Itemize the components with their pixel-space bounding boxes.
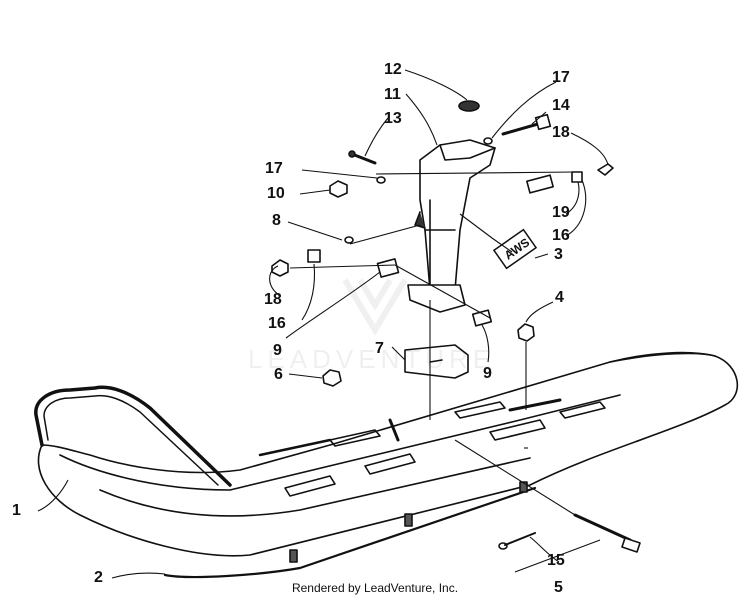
- callout-19: 19: [552, 204, 570, 221]
- callout-17-left: 17: [265, 160, 283, 177]
- callout-4: 4: [555, 289, 564, 306]
- bushing-9-left: [376, 258, 400, 278]
- nut-6: [322, 369, 342, 387]
- ski-loop-handle: [34, 385, 232, 487]
- callout-8: 8: [272, 212, 281, 229]
- aws-decal: AWS: [492, 228, 538, 270]
- callout-12: 12: [384, 61, 402, 78]
- callout-6: 6: [274, 366, 283, 383]
- callout-9-right: 9: [483, 365, 492, 382]
- bushing-19: [526, 174, 554, 194]
- assembly-guide-lines: [289, 171, 576, 516]
- spacer-16-left: [307, 249, 321, 263]
- wear-bar: [163, 486, 537, 579]
- bolt-5: [573, 513, 641, 553]
- callout-9-left: 9: [273, 342, 282, 359]
- nut-4: [517, 323, 535, 342]
- spindle: [407, 139, 496, 313]
- callout-14: 14: [552, 97, 570, 114]
- washer-17-left: [376, 176, 386, 184]
- bolt-13: [348, 150, 377, 165]
- cotter-pin: [504, 532, 536, 546]
- ski-body: [37, 351, 739, 557]
- callout-3: 3: [554, 246, 563, 263]
- leadventure-watermark-logo: [342, 278, 408, 336]
- callout-17-right: 17: [552, 69, 570, 86]
- bolt-18-left: [271, 259, 289, 277]
- footer-credit: Rendered by LeadVenture, Inc.: [291, 581, 459, 595]
- cap: [458, 100, 480, 112]
- washer-17-right: [483, 137, 493, 145]
- callout-13: 13: [384, 110, 402, 127]
- nut-10: [329, 180, 348, 198]
- callout-10: 10: [267, 185, 285, 202]
- bolt-18-right: [597, 163, 614, 176]
- wear-bar-studs: [289, 481, 528, 563]
- spacer-16-right: [571, 171, 583, 183]
- leader-lines: [37, 69, 609, 579]
- bushing-9-right: [471, 309, 493, 327]
- callout-18-left: 18: [264, 291, 282, 308]
- callout-18-right: 18: [552, 124, 570, 141]
- callout-7: 7: [375, 340, 384, 357]
- watermark-text: LEADVENTURE: [248, 344, 496, 374]
- callout-11: 11: [384, 86, 401, 103]
- callout-15: 15: [547, 552, 565, 569]
- callout-1: 1: [12, 502, 21, 519]
- callout-16-right: 16: [552, 227, 570, 244]
- callout-2: 2: [94, 569, 103, 586]
- pin-8: [344, 236, 354, 244]
- callout-5: 5: [554, 579, 563, 596]
- callout-16-left: 16: [268, 315, 286, 332]
